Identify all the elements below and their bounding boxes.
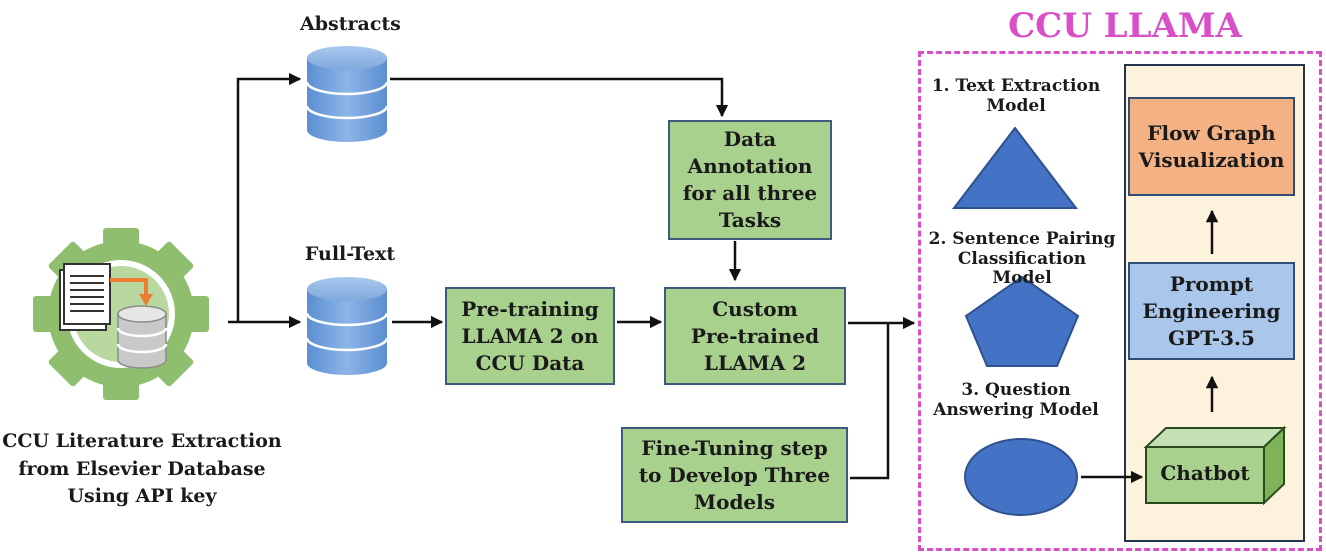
abstracts-database-icon bbox=[305, 46, 389, 142]
chatbot-label: Chatbot bbox=[1160, 461, 1250, 485]
pretraining-box: Pre-training LLAMA 2 on CCU Data bbox=[445, 287, 615, 385]
question-answering-model-label: 3. Question Answering Model bbox=[933, 380, 1099, 420]
arrow-to-abstracts bbox=[236, 72, 302, 322]
fine-tuning-label: Fine-Tuning step to Develop Three Models bbox=[638, 435, 831, 514]
fine-tuning-box: Fine-Tuning step to Develop Three Models bbox=[621, 427, 848, 523]
custom-pretrained-label: Custom Pre-trained LLAMA 2 bbox=[690, 296, 820, 375]
full-text-database-icon bbox=[305, 277, 389, 375]
abstracts-label: Abstracts bbox=[300, 13, 401, 35]
gear-document-database-icon bbox=[33, 228, 209, 400]
data-annotation-box: Data Annotation for all three Tasks bbox=[668, 120, 832, 240]
data-annotation-label: Data Annotation for all three Tasks bbox=[682, 127, 818, 232]
ccu-llama-title: CCU LLAMA bbox=[1008, 6, 1242, 46]
pretraining-label: Pre-training LLAMA 2 on CCU Data bbox=[461, 296, 599, 375]
chatbot-box-3d bbox=[1143, 425, 1287, 506]
sentence-pairing-model-label: 2. Sentence Pairing Classification Model bbox=[928, 229, 1116, 289]
text-extraction-model-label: 1. Text Extraction Model bbox=[931, 76, 1101, 116]
flow-graph-visualization-box: Flow Graph Visualization bbox=[1128, 97, 1295, 196]
custom-pretrained-box: Custom Pre-trained LLAMA 2 bbox=[664, 287, 846, 385]
sentence-pairing-model-pentagon bbox=[964, 275, 1080, 367]
source-caption: CCU Literature Extraction from Elsevier … bbox=[2, 430, 282, 508]
question-answering-model-ellipse bbox=[964, 438, 1078, 516]
prompt-engineering-label: Prompt Engineering GPT-3.5 bbox=[1142, 271, 1281, 350]
ccu-llama-frame bbox=[918, 51, 1322, 551]
flow-graph-visualization-label: Flow Graph Visualization bbox=[1138, 120, 1285, 172]
arrow-finetuning-to-models bbox=[850, 323, 890, 480]
prompt-engineering-box: Prompt Engineering GPT-3.5 bbox=[1128, 262, 1295, 360]
text-extraction-model-triangle bbox=[951, 126, 1079, 209]
arrow-abstracts-to-annotation bbox=[390, 77, 729, 118]
full-text-label: Full-Text bbox=[304, 243, 396, 265]
